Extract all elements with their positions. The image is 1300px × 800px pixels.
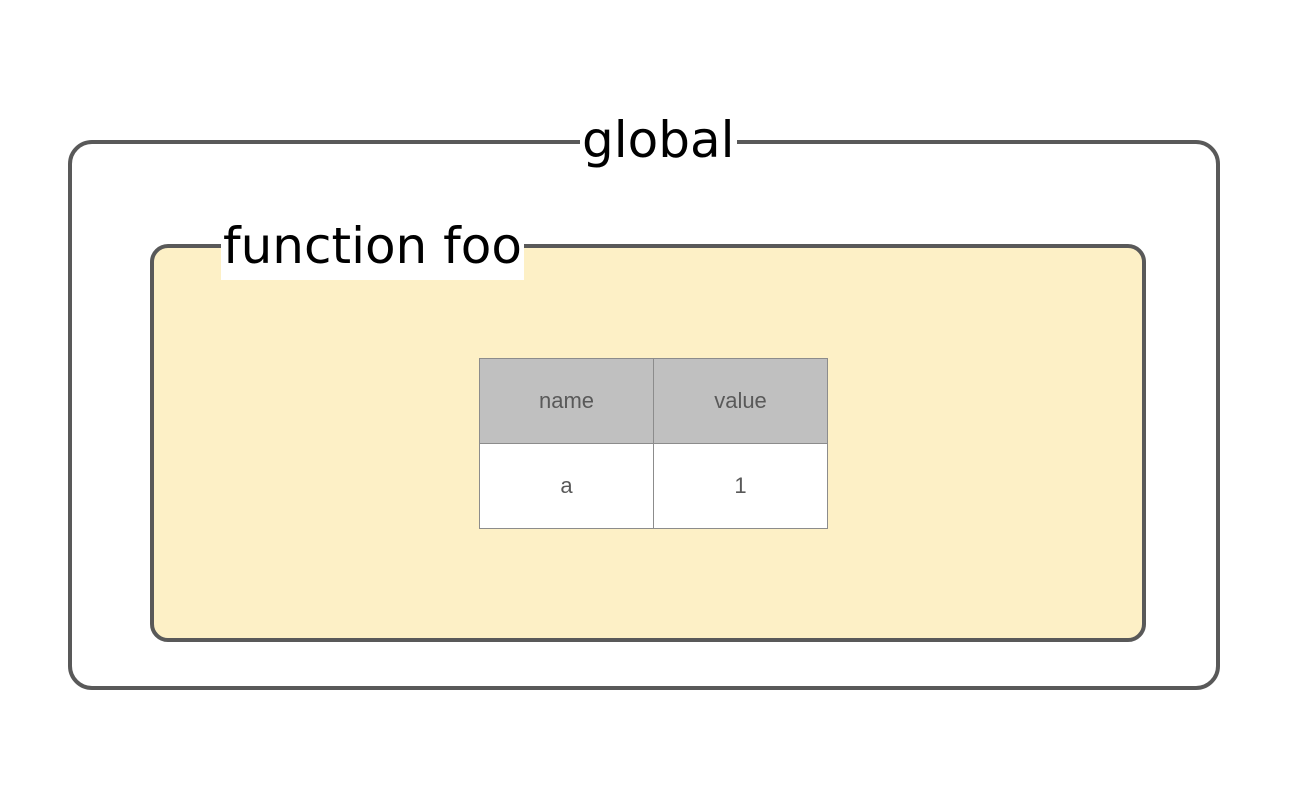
- variables-table: name value a 1: [479, 358, 828, 529]
- table-header-row: name value: [479, 358, 828, 444]
- variable-name-cell: a: [479, 443, 654, 529]
- global-scope-label: global: [580, 108, 737, 172]
- table-row: a 1: [479, 443, 828, 529]
- function-scope-label: function foo: [221, 214, 524, 280]
- variable-value-cell: 1: [653, 443, 828, 529]
- column-header-name: name: [479, 358, 654, 444]
- column-header-value: value: [653, 358, 828, 444]
